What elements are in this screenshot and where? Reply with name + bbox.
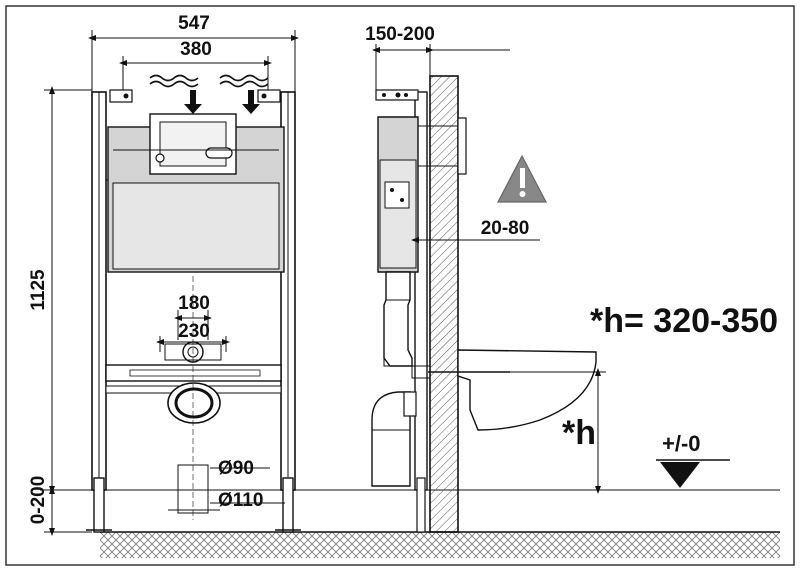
dim-pipe-large: Ø110 xyxy=(218,490,263,511)
dim-outlet-outer: 230 xyxy=(178,321,210,342)
front-view-frame xyxy=(86,89,301,533)
water-wave-icon xyxy=(219,74,269,88)
dim-wall-offset: 150-200 xyxy=(365,24,435,45)
front-dimensions xyxy=(44,30,299,536)
water-inlet-markers xyxy=(149,74,269,114)
arrow-down-icon xyxy=(242,90,260,114)
h-label: *h xyxy=(562,414,596,452)
wc-bowl xyxy=(457,349,597,431)
side-view xyxy=(371,75,597,533)
dim-frame-height: 1125 xyxy=(28,269,49,311)
side-dimensions xyxy=(372,44,606,494)
dim-adjust-depth: 20-80 xyxy=(481,218,530,239)
water-wave-icon xyxy=(149,74,199,88)
height-spec: *h= 320-350 xyxy=(590,302,778,340)
dim-fixing-width: 380 xyxy=(180,39,212,60)
arrow-down-icon xyxy=(184,90,202,114)
floor xyxy=(40,489,780,558)
dim-frame-width: 547 xyxy=(178,13,210,34)
dim-pipe-small: Ø90 xyxy=(218,458,254,479)
wall-section xyxy=(429,75,459,533)
dim-outlet-inner: 180 xyxy=(178,293,210,314)
warning-triangle-icon xyxy=(497,154,547,203)
dim-leg-range: 0-200 xyxy=(28,476,49,525)
level-triangle-icon xyxy=(656,459,730,488)
level-label: +/-0 xyxy=(662,431,701,456)
drawing-border xyxy=(5,5,795,566)
